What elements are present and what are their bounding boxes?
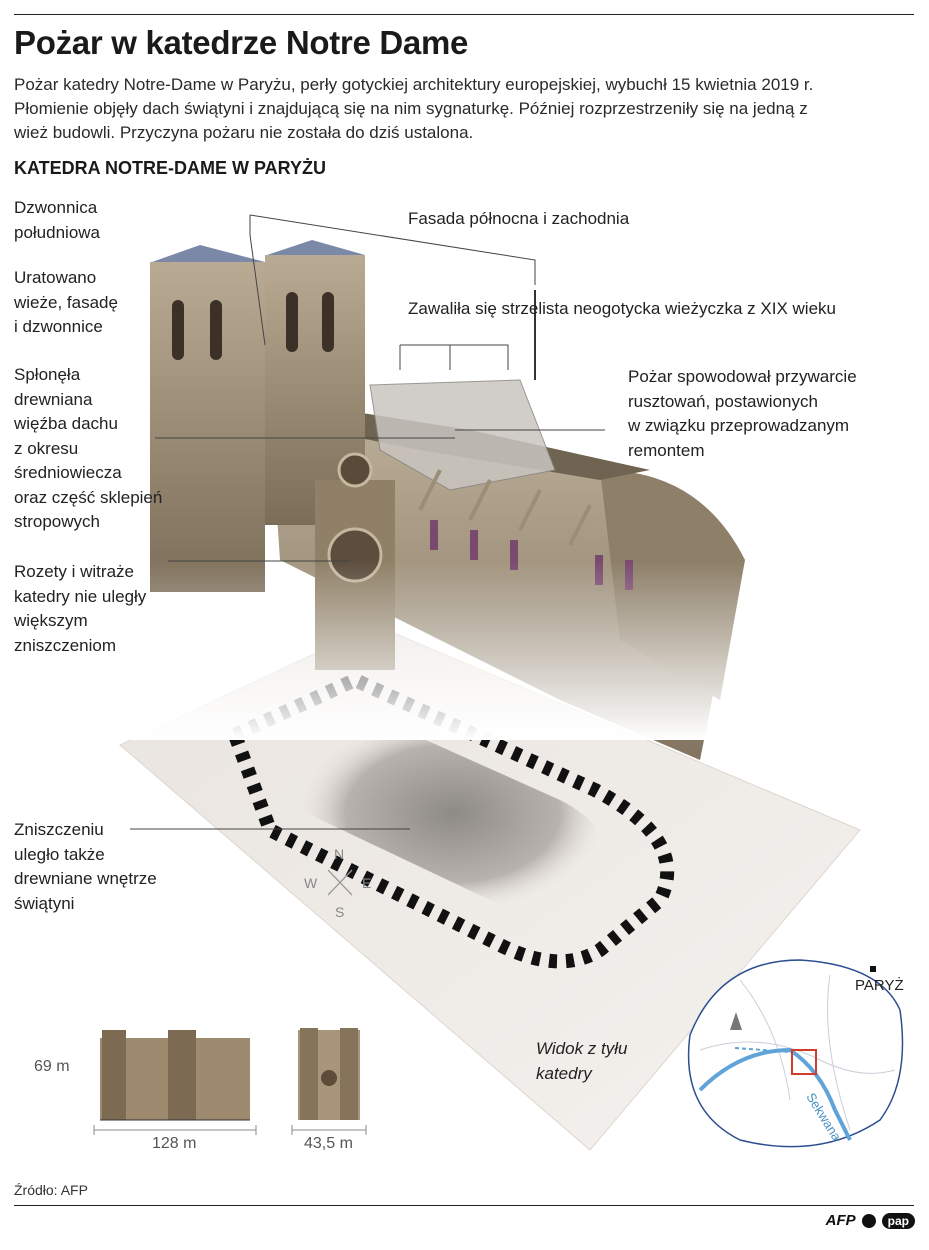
paris-map [687,959,904,1148]
elevation-side [100,1030,250,1121]
source-credit: Źródło: AFP [14,1182,88,1198]
label-spire: Zawaliła się strzelista neogotycka wieży… [408,299,836,318]
label-facade: Fasada północna i zachodnia [408,209,630,228]
label-bell-tower: Dzwonnica południowa [14,198,101,242]
label-rear-view: Widok z tyłu katedry [536,1039,628,1083]
floor-plan [226,672,675,969]
compass-rose [327,869,353,896]
leader-lines [130,214,605,830]
label-interior: Zniszczeniu uległo także drewniane wnętr… [14,820,157,913]
dimension-length: 128 m [152,1135,197,1152]
compass-e: E [362,875,372,891]
compass-s: S [335,904,345,920]
label-roof: Spłonęła drewniana więźba dachu z okresu… [14,365,163,531]
intro-line-1: Pożar katedry Notre-Dame w Paryżu, perły… [14,75,814,94]
compass-w: W [304,875,318,891]
label-saved: Uratowano wieże, fasadę i dzwonnice [14,268,118,336]
intro-line-3: wież budowli. Przyczyna pożaru nie zosta… [14,123,474,142]
dimension-width: 43,5 m [304,1135,353,1152]
section-title: KATEDRA NOTRE-DAME W PARYŻU [14,158,326,178]
intro-text: Pożar katedry Notre-Dame w Paryżu, perły… [14,73,904,145]
page-title: Pożar w katedrze Notre Dame [14,24,469,61]
compass-n: N [334,846,345,862]
top-rule [14,14,914,15]
bottom-rule [14,1205,914,1206]
afp-logo: AFP [825,1212,856,1229]
pap-logo: pap [881,1212,915,1229]
dimension-height: 69 m [34,1058,70,1075]
elevation-front [298,1028,360,1120]
afp-dot-icon [861,1213,876,1228]
map-city-label: PARYŻ [855,977,904,994]
logos: AFP pap [826,1212,915,1229]
intro-line-2: Płomienie objęły dach świątyni i znajduj… [14,99,808,118]
label-rosettes: Rozety i witraże katedry nie uległy więk… [14,562,147,655]
label-scaffold: Pożar spowodował przywarcie rusztowań, p… [628,367,857,460]
